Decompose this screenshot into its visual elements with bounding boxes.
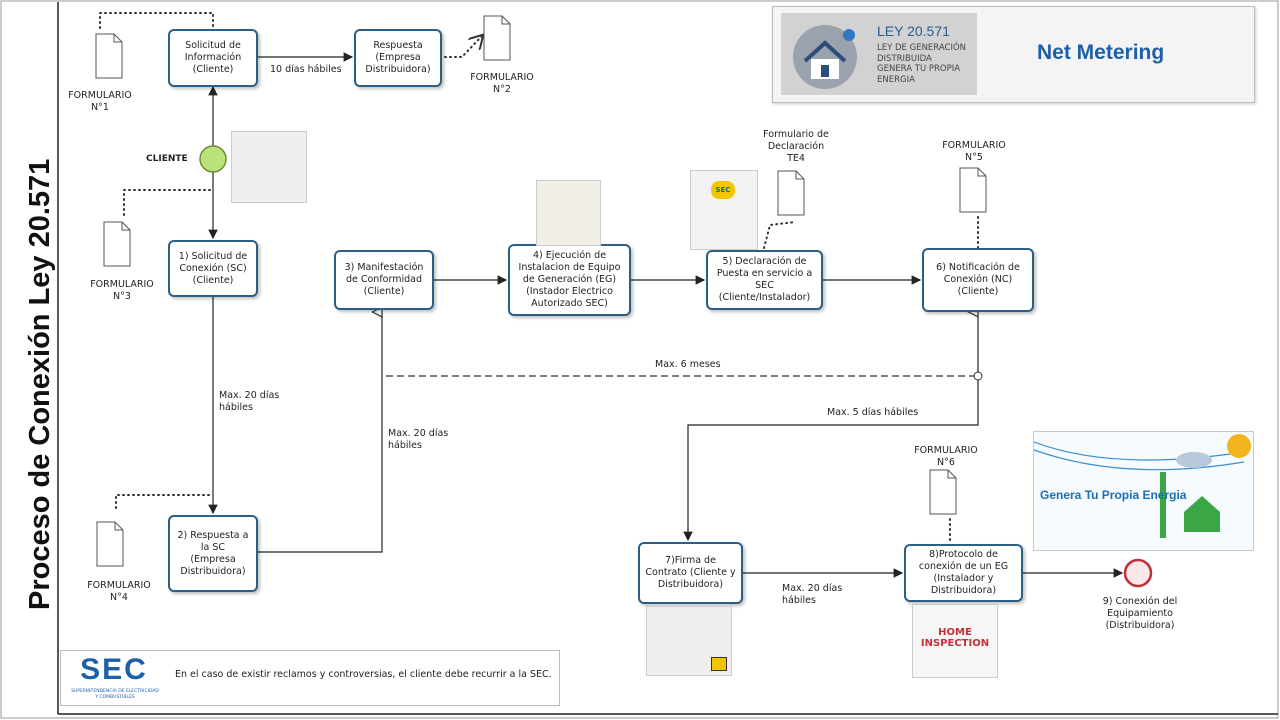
task-7-firma-contrato[interactable]: 7)Firma de Contrato (Cliente y Distribui… [638,542,743,604]
formulario-5-label: FORMULARIO N°5 [942,140,1006,163]
sequence-flows [208,52,1124,578]
home-inspection-text: HOME INSPECTION [920,627,990,649]
task-respuesta[interactable]: Respuesta (Empresa Distribuidora) [354,29,442,87]
flow-label-max20-b: Max. 20 días hábiles [388,428,449,451]
flow-label-max5: Max. 5 días hábiles [827,407,919,418]
ley-title: LEY 20.571 [877,23,950,39]
task-solicitud-informacion[interactable]: Solicitud de Información (Cliente) [168,29,258,87]
genera-energia-text: Genera Tu Propia Energia [1040,488,1187,502]
formulario-4-label: FORMULARIO N°4 [87,580,151,603]
electrician-image [536,180,601,246]
task-2-respuesta-sc[interactable]: 2) Respuesta a la SC (Empresa Distribuid… [168,515,258,592]
formulario-te4-label: Formulario de Declaración TE4 [763,129,829,164]
end-event-label: 9) Conexión del Equipamiento (Distribuid… [1102,596,1178,631]
sec-logo: SEC [80,653,148,686]
flow-label-10-dias: 10 días hábiles [270,64,342,75]
home-inspection-image: HOME INSPECTION [912,604,998,678]
task-1-solicitud-conexion[interactable]: 1) Solicitud de Conexión (SC) (Cliente) [168,240,258,297]
page-title: Proceso de Conexión Ley 20.571 [24,158,56,610]
genera-energia-image: Genera Tu Propia Energia [1033,431,1254,551]
task-3-manifestacion[interactable]: 3) Manifestación de Conformidad (Cliente… [334,250,434,310]
task-6-notificacion[interactable]: 6) Notificación de Conexión (NC) (Client… [922,248,1034,312]
end-event[interactable] [1123,558,1153,588]
formulario-6-label: FORMULARIO N°6 [914,445,978,468]
document-icons [95,15,987,567]
flow-label-max6: Max. 6 meses [655,359,721,370]
sec-note-box: SEC SUPERINTENDENCIA DE ELECTRICIDAD Y C… [60,650,560,706]
handshake-image [646,606,732,676]
sec-note-text: En el caso de existir reclamos y controv… [175,669,552,680]
formulario-3-label: FORMULARIO N°3 [90,279,154,302]
solar-wind-illustration [1034,434,1251,538]
start-event[interactable] [199,145,227,173]
ley-header: LEY 20.571 LEY DE GENERACIÓN DISTRIBUIDA… [772,6,1255,103]
formulario-2-label: FORMULARIO N°2 [470,72,534,95]
handshake-icon-mark [711,657,727,671]
formulario-1-label: FORMULARIO N°1 [68,90,132,113]
sec-worker-image: SEC [690,170,758,250]
flow-label-max20-a: Max. 20 días hábiles [219,390,280,413]
task-4-ejecucion[interactable]: 4) Ejecución de Instalacion de Equipo de… [508,244,631,316]
sec-badge-icon: SEC [711,181,735,199]
ley-panel: LEY 20.571 LEY DE GENERACIÓN DISTRIBUIDA… [781,13,977,95]
house-solar-icon [793,25,857,89]
people-group-image [231,131,307,203]
task-8-protocolo[interactable]: 8)Protocolo de conexión de un EG (Instal… [904,544,1023,602]
associations [99,12,979,541]
ley-subtitle: LEY DE GENERACIÓN DISTRIBUIDA GENERA TU … [877,43,967,85]
sec-logo-subtitle: SUPERINTENDENCIA DE ELECTRICIDAD Y COMBU… [71,689,159,700]
task-5-declaracion[interactable]: 5) Declaración de Puesta en servicio a S… [706,250,823,310]
flow-label-max20-c: Max. 20 días hábiles [782,583,843,606]
start-event-label: CLIENTE [146,154,188,164]
brand-net-metering: Net Metering [1037,41,1165,64]
